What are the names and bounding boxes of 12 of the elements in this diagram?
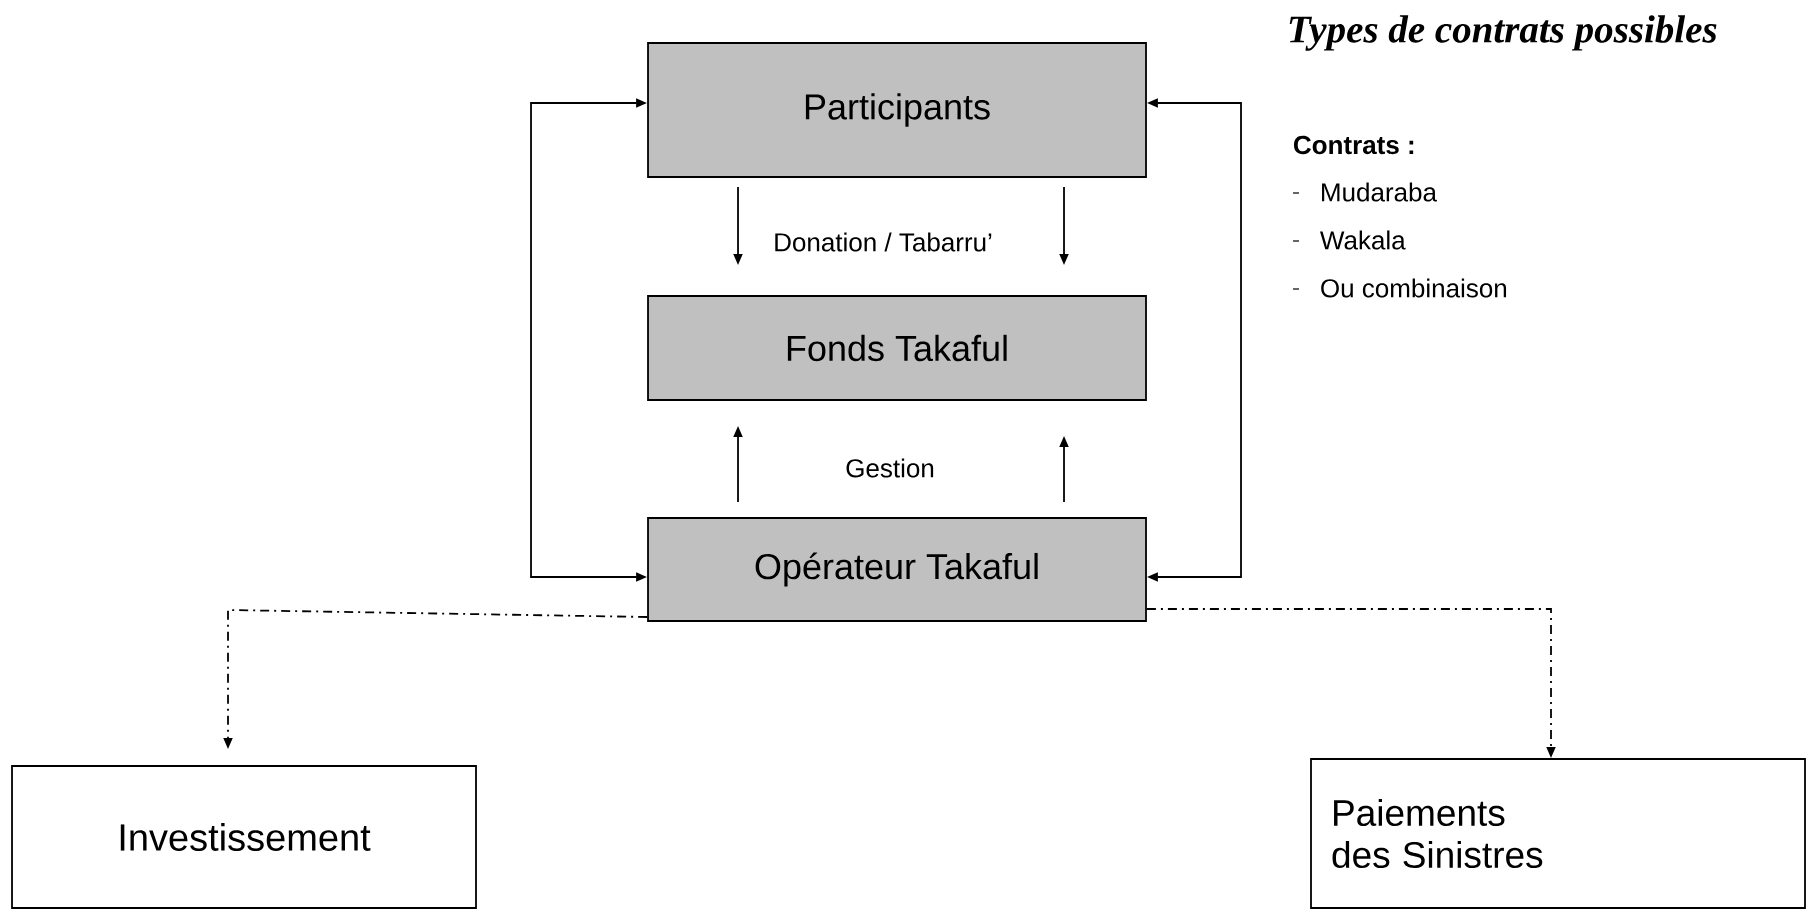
list-item: Mudaraba <box>1292 182 1437 202</box>
process-box: Opérateur Takaful <box>647 517 1147 622</box>
process-box: Participants <box>647 42 1147 178</box>
edge-label: Donation / Tabarru’ <box>771 230 995 254</box>
list-item: Ou combinaison <box>1292 278 1507 298</box>
flow-label: Gestion <box>846 458 934 478</box>
process-box: Investissement <box>11 765 477 909</box>
list-heading: Contrats : <box>1294 135 1414 155</box>
list-item: Wakala <box>1292 230 1406 250</box>
process-box: Paiements des Sinistres <box>1310 758 1806 909</box>
heading: Types de contrats possibles <box>1289 15 1717 51</box>
process-box: Fonds Takaful <box>647 295 1147 401</box>
